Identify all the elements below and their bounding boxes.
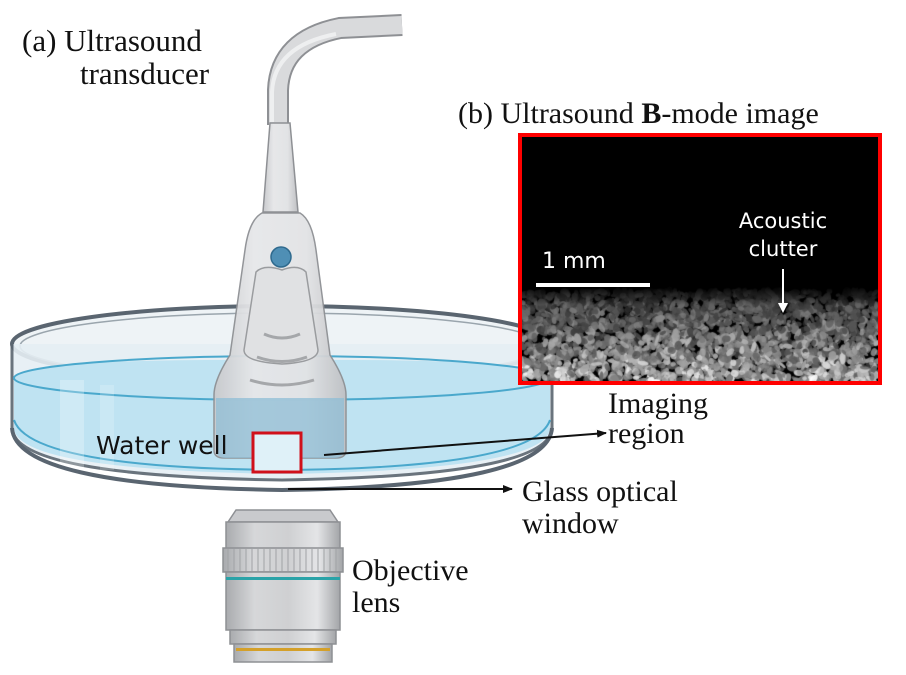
acoustic-clutter-annotation: Acoustic clutter [718,207,848,263]
transducer-label-line1: Ultrasound [64,23,202,58]
panel-b-tag: (b) [458,97,493,130]
b-mode-image: 1 mm Acoustic clutter [518,133,882,385]
transducer-label-line2: transducer [80,56,210,91]
panel-b-title-bold: B [641,97,662,130]
panel-a-title: (a) Ultrasound [22,25,202,56]
scale-bar-label: 1 mm [542,249,606,274]
transducer [213,14,403,459]
clutter-label-line1: Acoustic [738,209,828,233]
water-well-label: Water well [96,431,228,460]
scale-bar [536,283,650,287]
objective-label-line1: Objective [352,554,469,587]
transducer-button [270,246,292,268]
objective-label-line2: lens [352,586,401,619]
glass-window-label-line1: Glass optical [522,475,678,508]
panel-b-title-pre: Ultrasound [500,97,642,130]
glass-window-label-line2: window [522,507,619,540]
imaging-region-box [251,431,303,474]
imaging-region-label-line2: region [608,417,685,450]
teal-ring [226,577,340,580]
panel-a-tag: (a) [22,23,57,58]
gold-ring [236,648,330,651]
panel-b-title-post: -mode image [661,97,819,130]
clutter-arrow-layer [778,269,788,313]
panel-b-title: (b) Ultrasound B-mode image [458,98,819,129]
objective-lens [222,509,344,663]
imaging-region-label-line1: Imaging [608,387,708,420]
clutter-label-line2: clutter [748,237,818,261]
speckle-texture [522,137,878,381]
clutter-arrowhead [778,303,788,313]
imaging-region-arrow [323,429,607,456]
